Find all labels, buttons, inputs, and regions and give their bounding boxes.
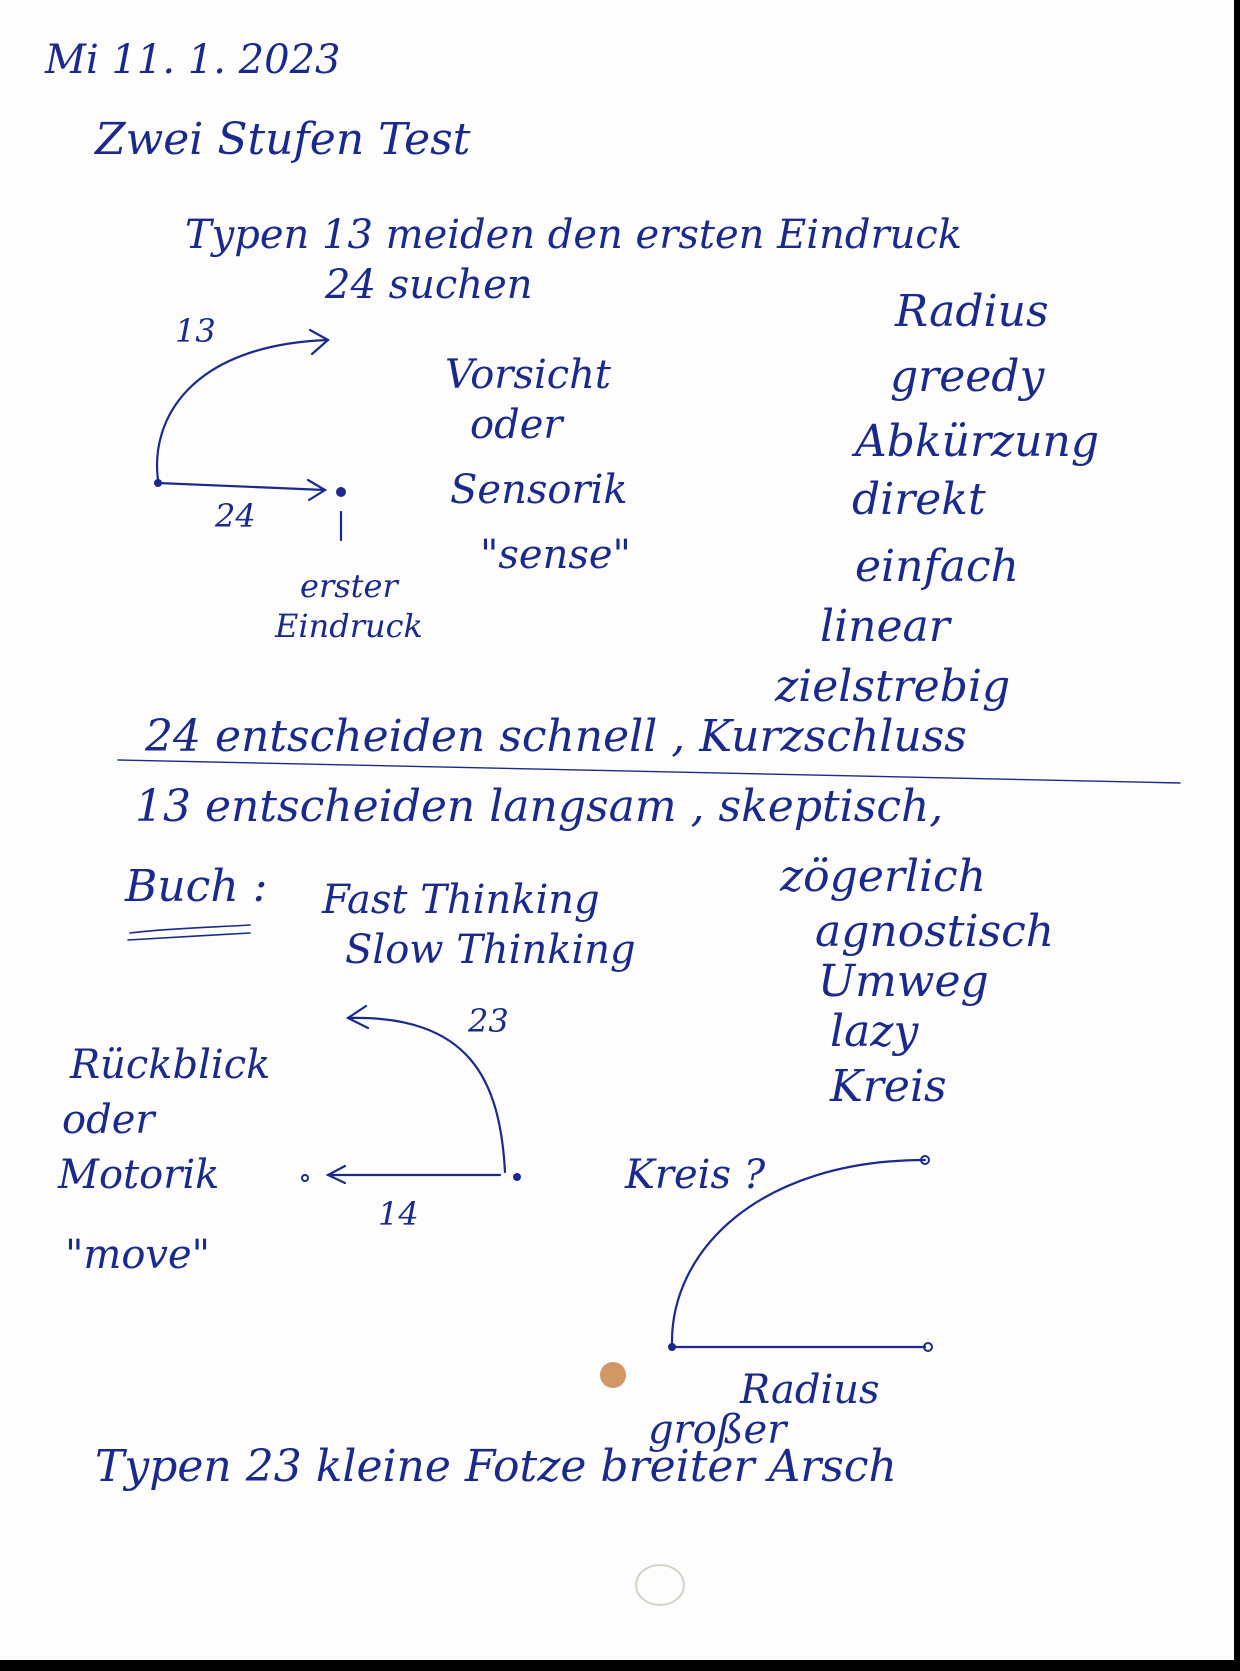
first-impression-2: Eindruck: [275, 607, 423, 645]
word-oder-top: oder: [470, 402, 563, 448]
arrowhead-24: [306, 478, 328, 502]
word-sensorik: Sensorik: [450, 467, 628, 513]
coffee-stain: [600, 1362, 626, 1388]
arrowhead-14: [325, 1164, 347, 1185]
word-move: "move": [65, 1232, 211, 1278]
label-24: 24: [215, 497, 256, 535]
book-title-slow: Slow Thinking: [345, 927, 636, 973]
types-23-line: Typen 23 kleine Fotze breiter Arsch: [95, 1441, 897, 1492]
word-rueckblick: Rückblick: [70, 1042, 271, 1088]
book-label: Buch :: [125, 861, 268, 912]
word-zoegerlich: zögerlich: [780, 851, 987, 902]
arc-radius-curve: [670, 1158, 927, 1347]
arrowhead-23: [345, 1004, 370, 1030]
types-13-line: Typen 13 meiden den ersten Eindruck: [185, 212, 962, 258]
word-oder-bottom: oder: [62, 1097, 155, 1143]
dot-origin-bottom: [513, 1173, 521, 1181]
label-23: 23: [468, 1002, 509, 1040]
word-vorsicht: Vorsicht: [445, 352, 611, 398]
word-linear: linear: [820, 601, 950, 652]
circle-question: Kreis ?: [625, 1152, 766, 1198]
dot-baseline-end: [923, 1342, 933, 1352]
word-kreis: Kreis: [830, 1061, 947, 1112]
arrowhead-13: [308, 328, 330, 356]
word-sense: "sense": [480, 532, 631, 578]
line-24-arrow: [156, 481, 327, 492]
word-greedy: greedy: [890, 351, 1045, 402]
groesser-label: großer: [648, 1407, 787, 1453]
paper-stain: [635, 1564, 685, 1606]
label-13: 13: [175, 312, 216, 350]
arc-23-arrow: [346, 1016, 507, 1174]
book-underline: [129, 924, 251, 934]
dot-origin-top: [154, 479, 162, 487]
dot-baseline-start: [668, 1343, 676, 1351]
book-underline-2: [127, 932, 251, 941]
book-title-fast: Fast Thinking: [322, 877, 600, 923]
word-radius-top: Radius: [895, 286, 1049, 337]
label-14: 14: [378, 1195, 419, 1233]
word-abkuerzung: Abkürzung: [855, 416, 1099, 467]
date: Mi 11. 1. 2023: [45, 37, 341, 83]
word-direkt: direkt: [852, 474, 986, 525]
dot-first-impression: [336, 487, 346, 497]
arc-13-arrow: [155, 338, 330, 482]
dot-end-bottom: [301, 1174, 309, 1182]
slow-decision-line: 13 entscheiden langsam , skeptisch,: [135, 781, 944, 832]
section-divider: [117, 759, 1181, 784]
radius-label: Radius: [740, 1367, 880, 1413]
word-motorik: Motorik: [58, 1152, 220, 1198]
first-impression-1: erster: [300, 567, 398, 605]
word-umweg: Umweg: [818, 956, 989, 1007]
word-einfach: einfach: [855, 541, 1019, 592]
word-lazy: lazy: [830, 1006, 919, 1057]
word-zielstrebig: zielstrebig: [775, 661, 1011, 712]
page-title: Zwei Stufen Test: [95, 114, 471, 165]
fast-decision-line: 24 entscheiden schnell , Kurzschluss: [145, 711, 967, 762]
word-agnostisch: agnostisch: [815, 906, 1055, 957]
dot-arc-end: [920, 1155, 930, 1165]
types-24-line: 24 suchen: [325, 262, 533, 308]
